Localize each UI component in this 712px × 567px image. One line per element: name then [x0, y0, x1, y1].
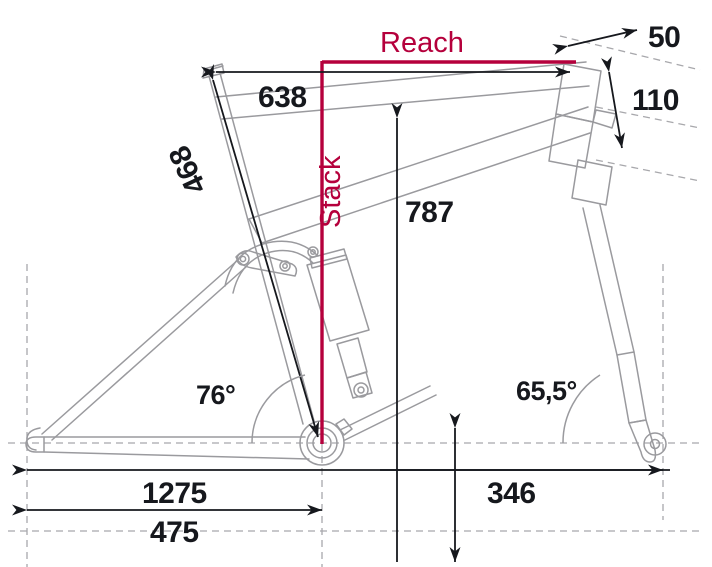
angle-arc-group — [251, 374, 601, 444]
label-50: 50 — [648, 21, 680, 54]
swing-link — [335, 385, 437, 441]
head-tube-angle-arc — [562, 374, 601, 444]
label-110: 110 — [632, 84, 679, 117]
label-346: 346 — [487, 477, 536, 510]
label-1275: 1275 — [142, 477, 207, 510]
reach-label: Reach — [380, 27, 464, 59]
dimension-line-468 — [203, 64, 320, 438]
dimension-line-110 — [601, 56, 625, 149]
stack-label: Stack — [315, 155, 347, 228]
chainstay — [25, 436, 310, 460]
label-seat-tube-angle: 76° — [196, 380, 235, 410]
label-475: 475 — [150, 516, 199, 549]
angle-label-group: 76° 65,5° — [196, 376, 577, 410]
dimension-arrow-group — [12, 28, 670, 562]
dimension-line-50 — [552, 28, 638, 55]
seat-tube-angle-arc — [251, 374, 306, 444]
dimension-label-group: 638 468 787 110 50 1275 475 346 — [142, 21, 681, 549]
label-787: 787 — [405, 196, 454, 229]
label-638: 638 — [258, 81, 307, 114]
fork — [571, 159, 667, 463]
head-tube-bottom-guide — [595, 159, 701, 182]
reach-stack-group: Reach Stack — [315, 27, 576, 444]
label-head-tube-angle: 65,5° — [516, 376, 577, 406]
